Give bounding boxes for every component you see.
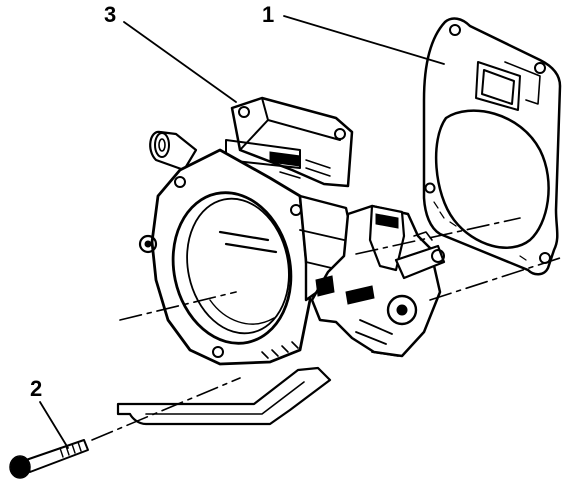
callout-2-label: 2	[30, 376, 42, 401]
callout-2: 2	[30, 376, 69, 449]
callout-3: 3	[104, 2, 237, 103]
gasket	[422, 17, 562, 276]
bolt	[9, 439, 89, 479]
throttle-body	[138, 96, 354, 366]
callout-1: 1	[262, 2, 445, 65]
callout-3-label: 3	[104, 2, 116, 27]
coolant-pipe	[116, 366, 332, 426]
alignment-lines	[91, 217, 561, 441]
throttle-position-sensor	[310, 204, 446, 358]
callout-1-label: 1	[262, 2, 274, 27]
